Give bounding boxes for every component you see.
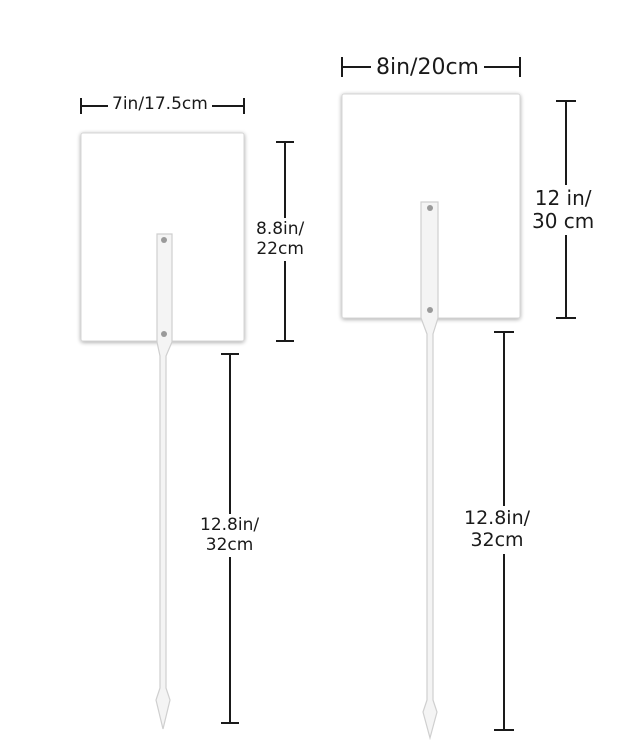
large-height-text-line2: 30 cm bbox=[532, 209, 595, 233]
large-sign-stake bbox=[420, 201, 439, 741]
small-sign-rivet-top bbox=[161, 237, 167, 243]
large-stake-text-line1: 12.8in/ bbox=[464, 507, 531, 529]
large-width-label: 8in/20cm bbox=[371, 55, 484, 81]
small-height-label: 8.8in/ 22cm bbox=[254, 218, 307, 262]
large-stake-label: 12.8in/ 32cm bbox=[462, 506, 533, 554]
large-height-text-line1: 12 in/ bbox=[534, 186, 592, 210]
large-height-label: 12 in/ 30 cm bbox=[530, 185, 597, 235]
small-height-text-line2: 22cm bbox=[256, 238, 304, 259]
small-sign-rivet-bottom bbox=[161, 331, 167, 337]
large-sign-rivet-top bbox=[427, 205, 433, 211]
small-height-text-line1: 8.8in/ bbox=[256, 219, 305, 239]
small-stake-text-line2: 32cm bbox=[205, 534, 254, 555]
small-sign bbox=[80, 132, 245, 730]
large-stake-text-line2: 32cm bbox=[470, 528, 524, 551]
small-stake-label: 12.8in/ 32cm bbox=[198, 514, 262, 558]
small-stake-text-line1: 12.8in/ bbox=[200, 515, 260, 535]
small-width-label: 7in/17.5cm bbox=[108, 94, 212, 115]
large-sign-rivet-bottom bbox=[427, 307, 433, 313]
large-width-text: 8in/20cm bbox=[376, 55, 479, 80]
small-sign-stake bbox=[155, 233, 173, 730]
small-width-text: 7in/17.5cm bbox=[112, 94, 208, 114]
large-sign bbox=[341, 93, 521, 741]
